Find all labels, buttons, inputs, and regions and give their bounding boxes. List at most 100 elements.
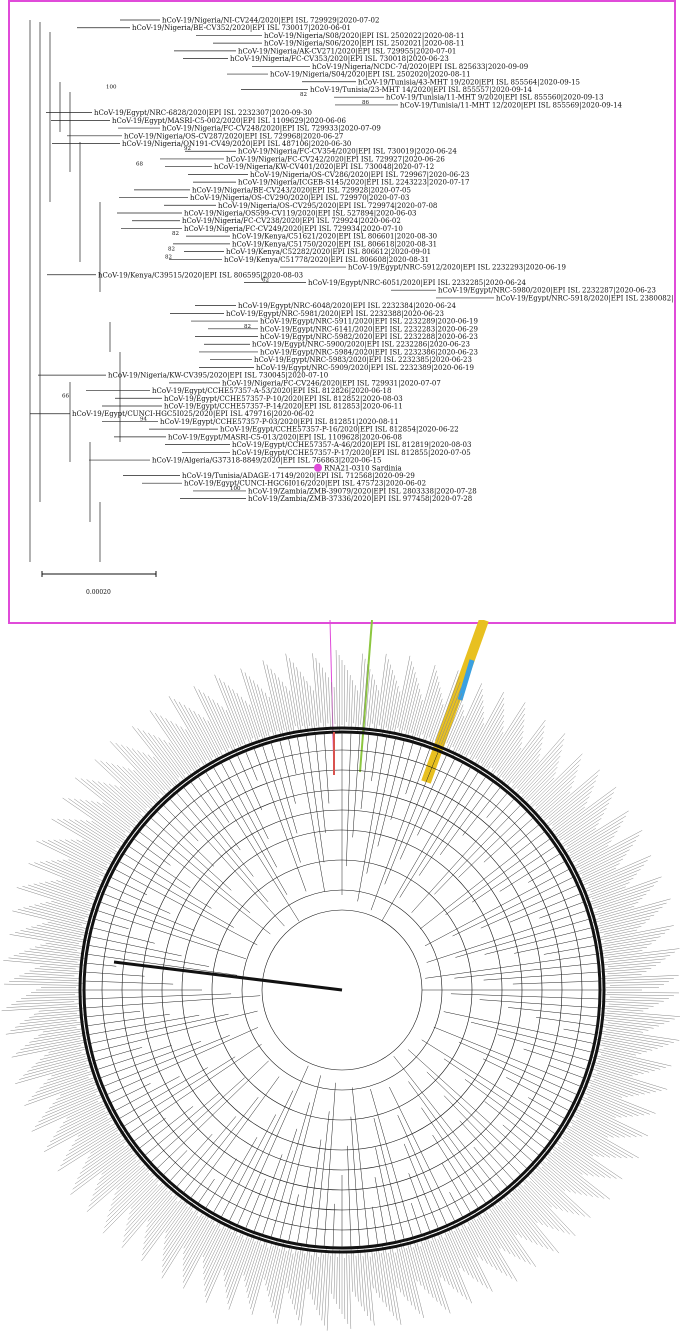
leaf-ray (600, 932, 666, 945)
leaf-ray (450, 1228, 474, 1279)
leaf-ray (602, 1012, 675, 1020)
leaf-ray (397, 661, 413, 728)
leaf-label: hCoV-19/Nigeria/ON191-CV49/2020|EPI ISL … (122, 140, 351, 148)
leaf-ray (52, 1087, 95, 1105)
leaf-ray (400, 672, 416, 737)
leaf-ray (536, 1171, 585, 1217)
leaf-ray (261, 688, 274, 736)
radial-branch (407, 1049, 534, 1163)
leaf-ray (161, 1215, 199, 1273)
leaf-ray (480, 732, 504, 768)
leaf-ray (161, 1211, 204, 1279)
leaf-ray (72, 1147, 130, 1190)
leaf-ray (550, 801, 588, 831)
radial-branch (439, 781, 494, 856)
leaf-ray (29, 1032, 88, 1043)
leaf-label: hCoV-19/Kenya/C51750/2020|EPI ISL 806618… (232, 240, 437, 248)
leaf-ray (469, 703, 505, 764)
leaf-ray (564, 810, 629, 851)
bootstrap-value: 94 (140, 416, 147, 422)
leaf-ray (565, 830, 618, 862)
leaf-ray (487, 1206, 526, 1263)
leaf-ray (468, 1214, 503, 1273)
leaf-ray (97, 781, 141, 819)
leaf-ray (269, 1242, 284, 1302)
radial-branch (288, 737, 297, 774)
leaf-ray (452, 689, 483, 752)
leaf-ray (483, 1216, 506, 1252)
leaf-ray (244, 672, 267, 744)
radial-branch (370, 747, 431, 911)
radial-branch (270, 1102, 310, 1239)
leaf-ray (527, 1169, 574, 1214)
leaf-ray (114, 1167, 146, 1195)
leaf-ray (214, 674, 243, 745)
leaf-ray (182, 1224, 215, 1283)
leaf-ray (350, 1247, 353, 1292)
leaf-ray (584, 882, 630, 900)
leaf-ray (607, 971, 647, 975)
leaf-ray (326, 1255, 331, 1331)
leaf-ray (79, 799, 126, 833)
leaf-ray (285, 686, 295, 734)
leaf-ray (344, 1257, 346, 1319)
leaf-ray (458, 711, 484, 761)
leaf-ray (227, 1232, 254, 1304)
leaf-ray (288, 690, 296, 727)
radial-branch (305, 734, 325, 863)
leaf-ray (485, 1211, 516, 1257)
leaf-ray (203, 1222, 232, 1280)
leaf-ray (381, 1253, 391, 1312)
leaf-ray (597, 893, 647, 910)
leaf-ray (42, 840, 104, 872)
radial-branch (528, 860, 566, 883)
leaf-ray (40, 944, 77, 951)
leaf-ray (319, 1254, 324, 1316)
leaf-ray (202, 1228, 221, 1263)
leaf-ray (575, 1114, 620, 1138)
leaf-ray (25, 928, 88, 941)
leaf-ray (541, 775, 599, 823)
radial-branch (436, 762, 464, 813)
radial-branch (393, 1056, 502, 1194)
tree-leaf-labels: hCoV-19/Nigeria/NI-CV244/2020|EPI ISL 72… (72, 17, 674, 504)
leaf-ray (162, 1206, 199, 1262)
leaf-ray (348, 1254, 352, 1329)
leaf-ray (571, 1125, 628, 1159)
leaf-ray (601, 943, 652, 952)
leaf-ray (539, 781, 575, 813)
leaf-ray (175, 723, 201, 763)
leaf-label: hCoV-19/Egypt/CCHE57357-A-53/2020|EPI IS… (152, 387, 391, 395)
leaf-ray (318, 662, 324, 727)
leaf-ray (457, 1226, 488, 1289)
leaf-ray (165, 718, 198, 768)
leaf-ray (490, 731, 524, 778)
leaf-label: hCoV-19/Egypt/NRC-5984/2020|EPI ISL 2232… (260, 348, 478, 356)
leaf-ray (144, 1196, 178, 1239)
radial-branch (372, 1206, 379, 1246)
leaf-ray (92, 1159, 137, 1196)
leaf-ray (495, 1198, 528, 1241)
leaf-ray (481, 1209, 511, 1255)
leaf-label: hCoV-19/Egypt/NRC-5981/2020|EPI ISL 2232… (226, 310, 444, 318)
leaf-ray (36, 840, 109, 877)
leaf-ray (567, 1119, 634, 1159)
leaf-ray (247, 1238, 267, 1299)
leaf-ray (204, 1231, 232, 1292)
leaf-ray (31, 926, 82, 938)
leaf-ray (447, 710, 464, 748)
radial-branch (417, 758, 456, 836)
leaf-ray (92, 780, 145, 825)
leaf-ray (19, 975, 82, 979)
leaf-label: hCoV-19/Nigeria/S04/2020|EPI ISL 2502020… (270, 71, 471, 79)
leaf-ray (599, 975, 679, 979)
leaf-ray (251, 1241, 273, 1315)
leaf-ray (16, 887, 93, 912)
leaf-ray (374, 1252, 381, 1298)
leaf-ray (603, 1047, 636, 1056)
leaf-ray (570, 1108, 626, 1138)
leaf-ray (371, 1249, 377, 1294)
leaf-ray (121, 1186, 174, 1248)
leaf-ray (587, 877, 634, 896)
